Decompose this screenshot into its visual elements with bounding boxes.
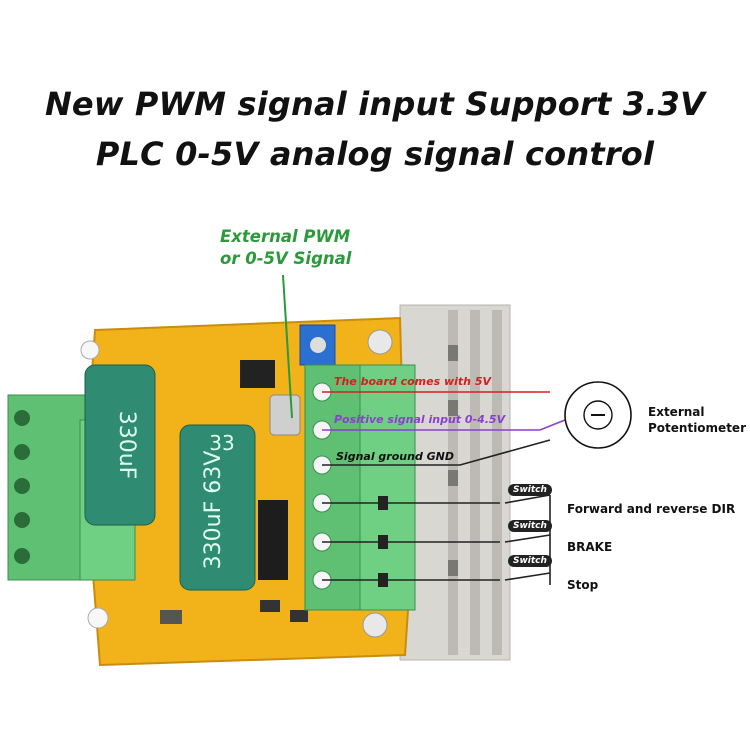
wires: [322, 391, 566, 585]
potentiometer-line-1: External: [648, 405, 705, 419]
potentiometer-label: External Potentiometer: [648, 404, 746, 436]
capacitor-right: 330uF 63V 33: [179, 424, 256, 591]
pin-label-signal: Positive signal input 0-4.5V: [334, 413, 506, 426]
title-line-1: New PWM signal input Support 3.3V: [44, 85, 706, 123]
potentiometer-line-2: Potentiometer: [648, 421, 746, 435]
smd-components: [160, 324, 336, 624]
heatsink: [399, 304, 511, 661]
label-brake: BRAKE: [567, 540, 613, 554]
callout-line-2: or 0-5V Signal: [220, 249, 352, 268]
mounting-screws: [80, 329, 393, 638]
external-signal-callout: External PWM or 0-5V Signal: [220, 226, 351, 270]
title-line-2: PLC 0-5V analog signal control: [95, 135, 655, 173]
signal-terminal-block: [304, 364, 416, 611]
label-forward-reverse: Forward and reverse DIR: [567, 502, 736, 516]
switch-tag-brake: Switch: [508, 520, 552, 532]
label-stop: Stop: [567, 578, 599, 592]
callout-line-1: External PWM: [220, 227, 351, 246]
capacitor-left: 330uF: [84, 364, 156, 526]
capacitor-left-text: 330uF: [114, 411, 139, 480]
pin-label-gnd: Signal ground GND: [336, 450, 455, 463]
capacitor-right-text: 330uF 63V: [201, 451, 226, 570]
potentiometer-symbol: [564, 381, 632, 449]
capacitor-right-number: 33: [209, 431, 234, 455]
pin-label-5v: The board comes with 5V: [334, 375, 492, 388]
switch-tag-dir: Switch: [508, 484, 552, 496]
switch-tag-stop: Switch: [508, 555, 552, 567]
